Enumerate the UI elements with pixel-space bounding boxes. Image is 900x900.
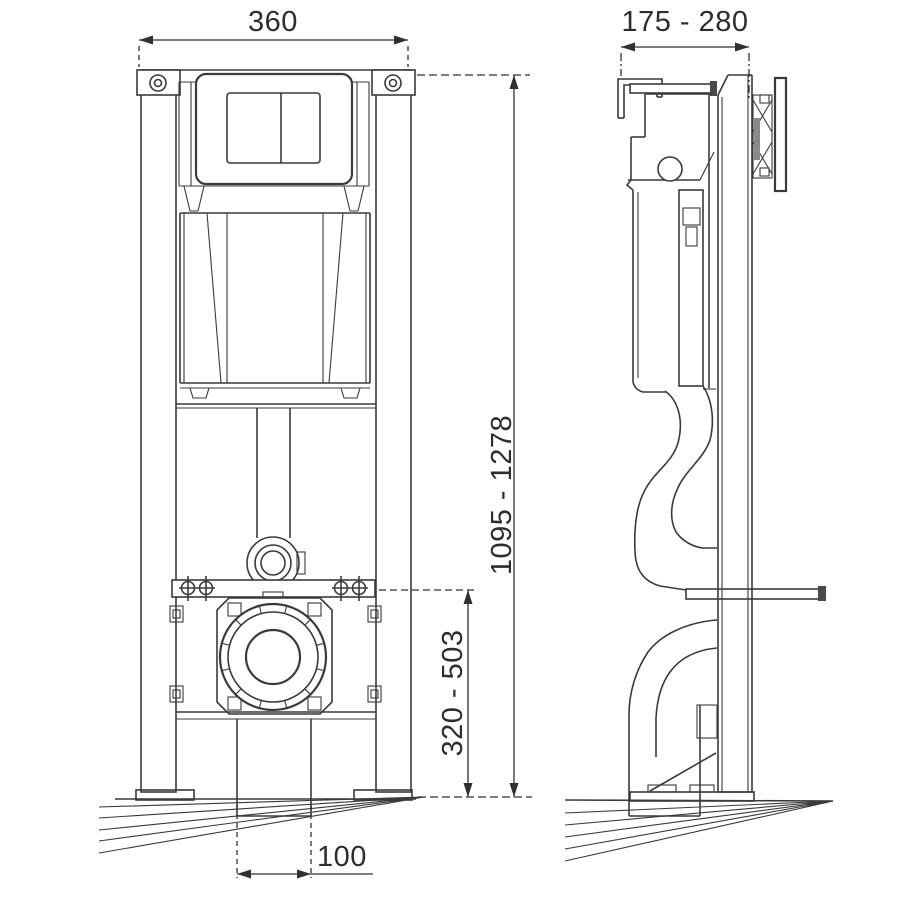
front-right-anchor-bracket — [371, 69, 416, 96]
flush-pipe-front — [246, 408, 306, 590]
dim-outlet-height: 320 - 503 — [379, 589, 478, 797]
flush-plate-edge — [773, 76, 788, 193]
front-right-rail — [375, 69, 412, 793]
dim-outlet-height-label: 320 - 503 — [437, 629, 469, 756]
flush-plate — [194, 72, 354, 186]
side-floor-line — [564, 799, 834, 802]
front-view — [98, 69, 425, 854]
dim-frame-width-label: 360 — [248, 6, 298, 38]
cistern-protection-panel — [178, 81, 370, 212]
outlet-flange — [216, 591, 333, 715]
flush-valve-tube — [678, 189, 704, 387]
fixing-bolts — [179, 576, 368, 601]
dim-frame-width: 360 — [138, 6, 409, 67]
dim-wall-distance-label: 175 - 280 — [621, 6, 748, 38]
side-view — [564, 74, 834, 862]
cistern-side — [625, 93, 716, 393]
flush-buttons — [226, 92, 321, 164]
cistern-front — [176, 212, 376, 409]
dim-wall-distance: 175 - 280 — [620, 6, 750, 100]
wc-fixing-bar — [171, 576, 376, 601]
outlet-mounting-plate — [216, 597, 333, 715]
dimensions: 360 175 - 280 1095 - 1278 320 - 503 — [138, 6, 750, 879]
flush-actuator-side — [752, 76, 788, 193]
front-left-foot — [135, 789, 195, 801]
front-floor-hatching — [98, 796, 425, 854]
dim-outlet-offset: 100 — [236, 805, 373, 879]
side-wall-bracket — [617, 78, 717, 119]
dim-frame-height-label: 1095 - 1278 — [486, 415, 518, 575]
wc-fixing-rod — [685, 586, 826, 601]
side-rail — [717, 74, 753, 793]
dim-frame-height: 1095 - 1278 — [417, 74, 532, 798]
bracket-rod — [629, 83, 713, 94]
front-left-rail — [140, 69, 177, 793]
outlet-bend-side — [628, 619, 718, 817]
front-left-anchor-bracket — [136, 69, 181, 96]
side-floor-hatching — [564, 800, 834, 862]
lower-crossbar-and-duct — [176, 711, 376, 817]
fill-valve-cap — [657, 156, 683, 182]
rail-clamps — [169, 605, 382, 703]
flush-pipe-side — [633, 385, 717, 591]
dim-outlet-offset-label: 100 — [317, 841, 367, 873]
